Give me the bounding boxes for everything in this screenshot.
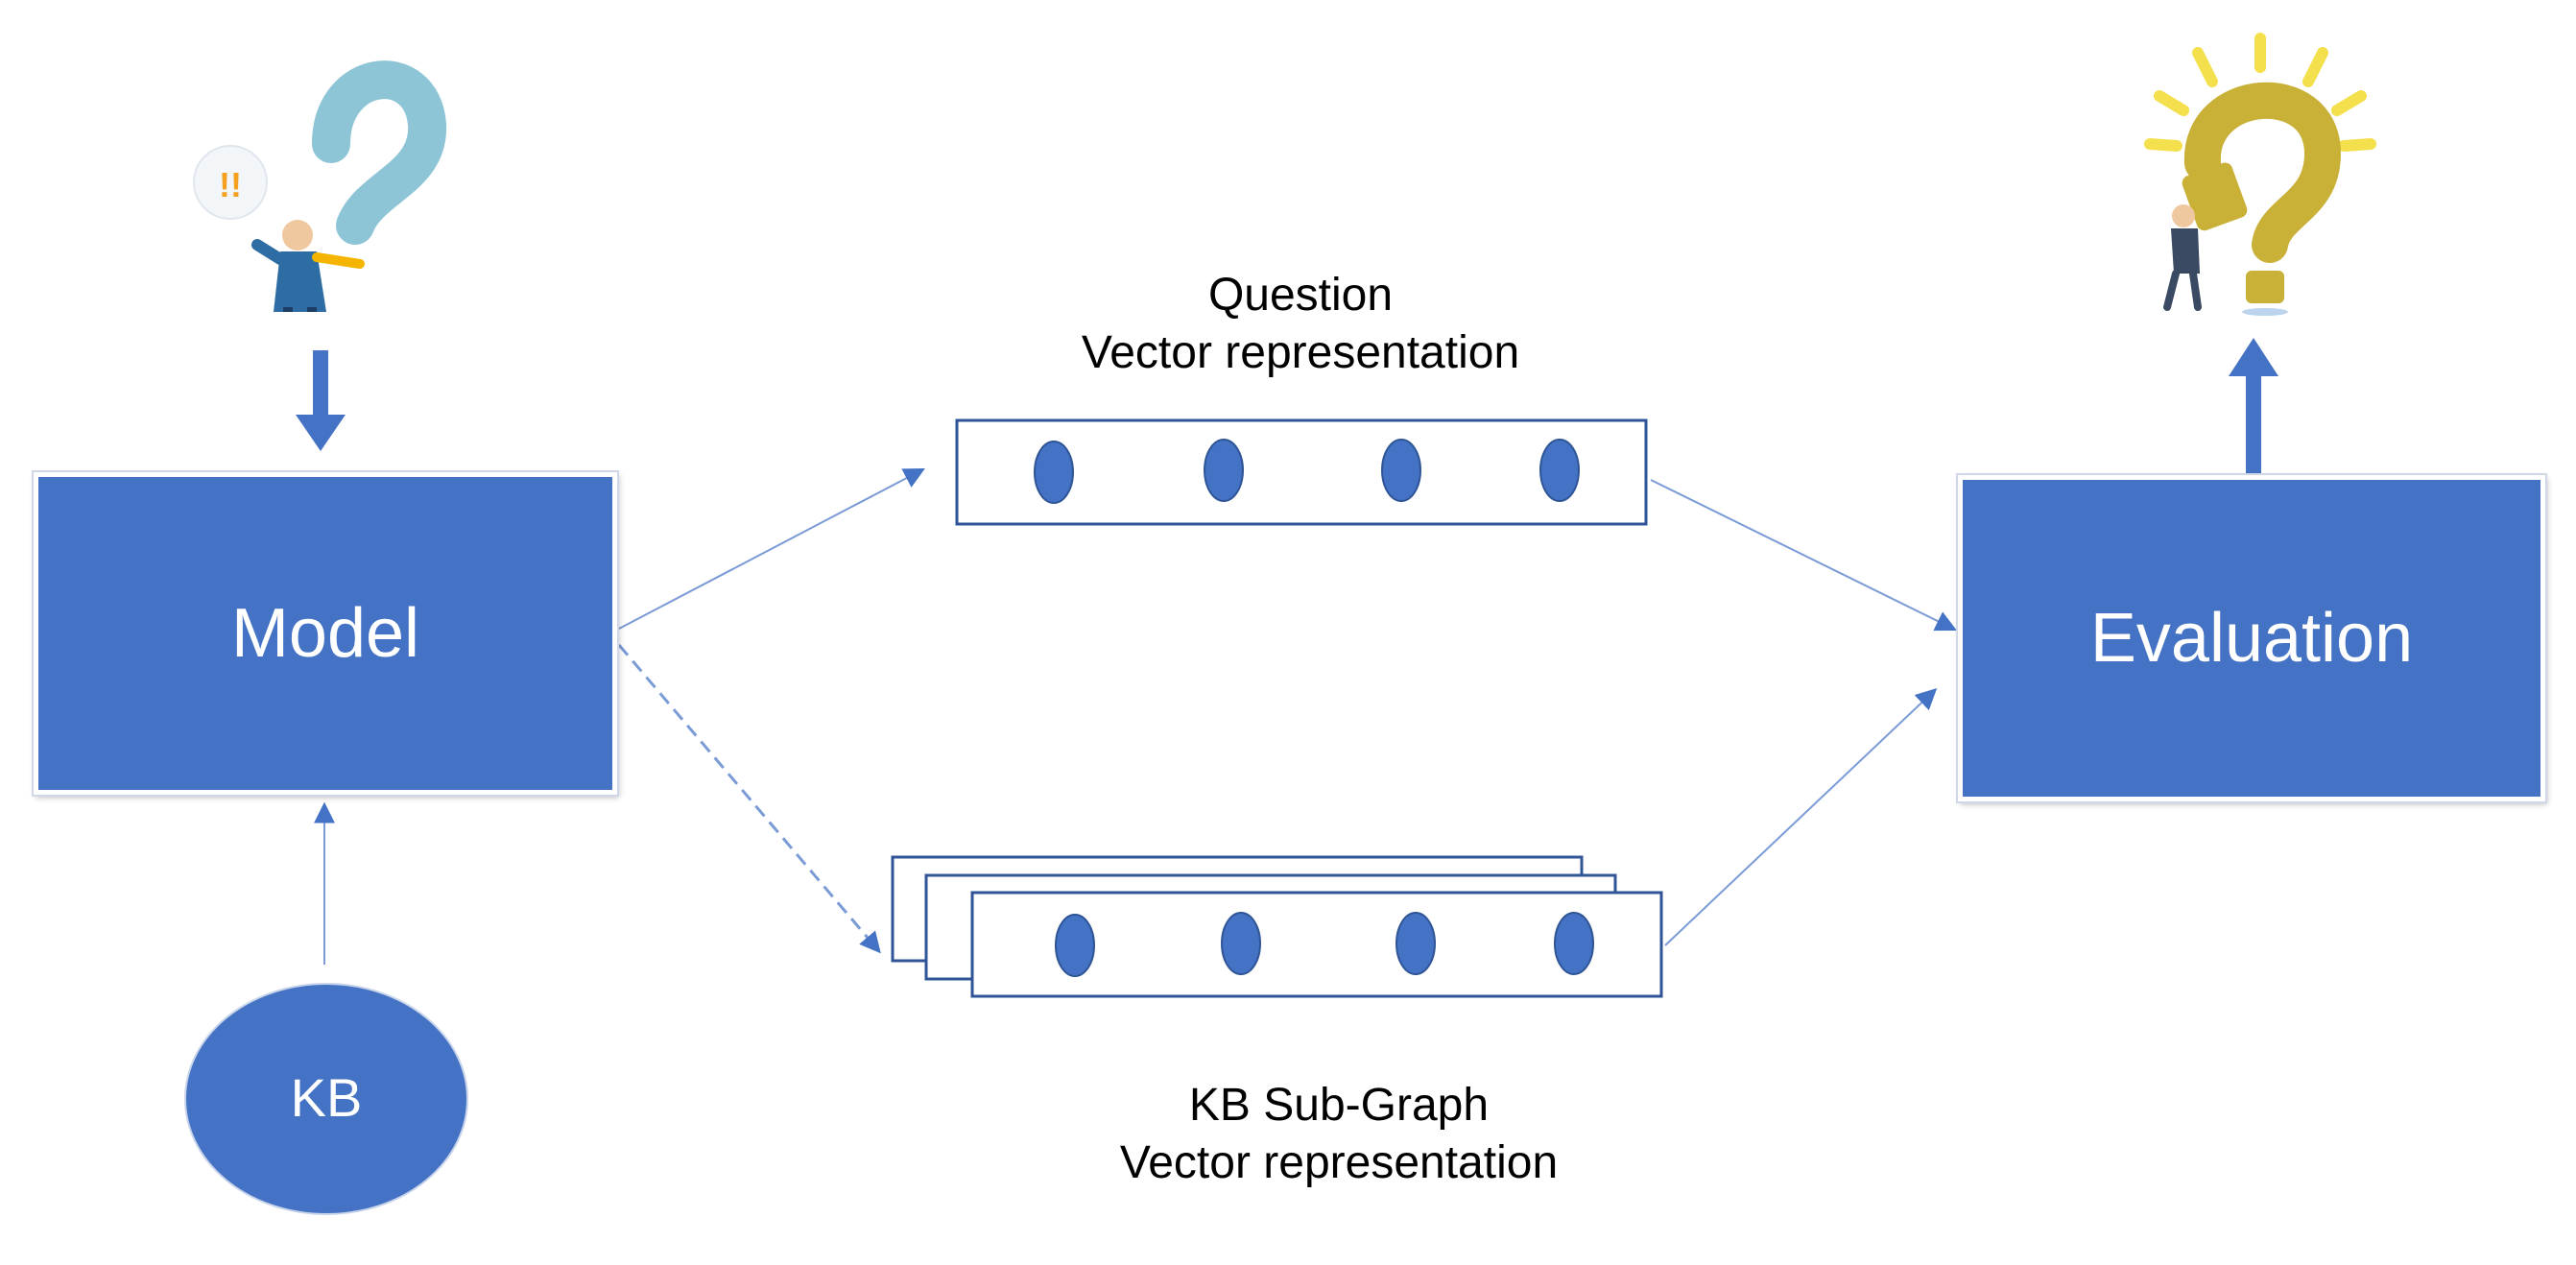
kb-vector-cell <box>1554 912 1594 975</box>
evaluation-node: Evaluation <box>1958 475 2545 801</box>
kb-caption-line2: Vector representation <box>1119 1137 1559 1188</box>
evaluation-label: Evaluation <box>2089 600 2414 677</box>
output-arrow <box>2229 338 2278 475</box>
question-to-evaluation-arrow <box>1650 479 1957 632</box>
question-caption-line1: Question <box>1207 270 1394 321</box>
svg-text:!!: !! <box>219 165 242 204</box>
question-vector-cell <box>1539 439 1580 502</box>
kb-vector-cell <box>1055 914 1095 977</box>
model-to-kb-subgraph-arrow <box>617 644 881 954</box>
lightbulb-question-icon <box>2144 33 2376 316</box>
kb-caption-line1: KB Sub-Graph <box>1188 1080 1490 1131</box>
kb-vector-caption: KB Sub-Graph Vector representation <box>998 1077 1680 1192</box>
kb-node: KB <box>178 976 475 1222</box>
question-vector-cell <box>1034 441 1074 504</box>
model-node: Model <box>34 472 617 795</box>
kb-vector-cell <box>1221 912 1261 975</box>
kb-label: KB <box>291 1067 363 1128</box>
question-vector <box>955 418 1648 526</box>
input-arrow <box>296 350 346 451</box>
kb-vector-cell <box>1395 912 1436 975</box>
question-caption-line2: Vector representation <box>1081 327 1520 378</box>
model-to-question-arrow <box>618 467 925 630</box>
question-vector-cell <box>1381 439 1421 502</box>
question-vector-cell <box>1204 439 1244 502</box>
kb-subgraph-vector-stack <box>891 855 1663 998</box>
kb-subgraph-to-evaluation-arrow <box>1664 687 1938 946</box>
question-vector-caption: Question Vector representation <box>960 267 1641 382</box>
model-label: Model <box>230 595 420 672</box>
person-question-icon: !! <box>193 60 446 312</box>
